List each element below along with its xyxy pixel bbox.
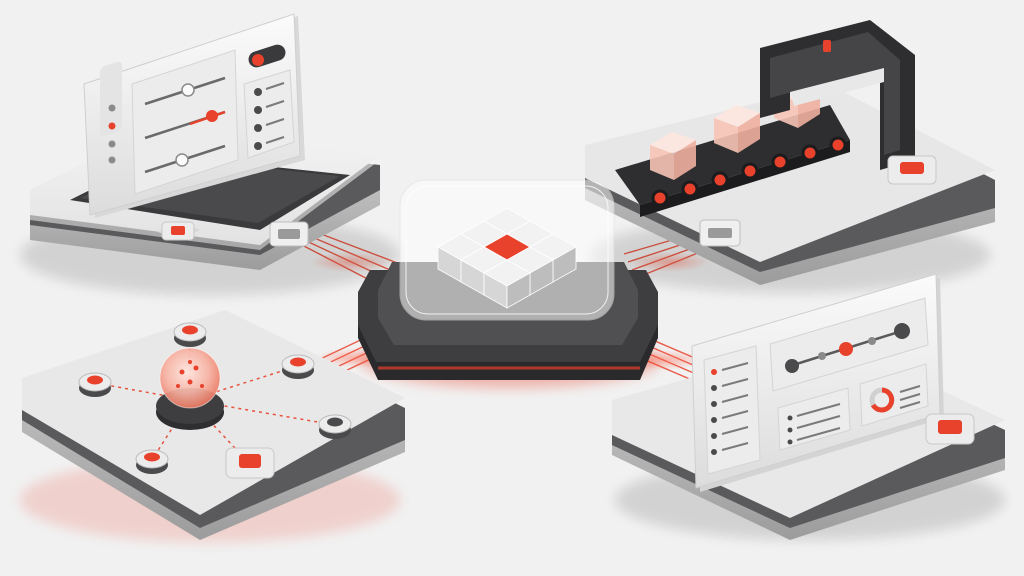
options-list-card [243, 69, 295, 159]
donut-legend [899, 385, 921, 409]
conveyor-base-button[interactable] [887, 155, 937, 185]
dashboard-list-card [703, 345, 761, 475]
hub-base-button[interactable] [225, 447, 275, 479]
node-southwest[interactable] [135, 449, 169, 474]
slider-3-knob[interactable] [175, 153, 189, 167]
hub-core [156, 347, 224, 430]
settings-connector-port [269, 221, 309, 247]
radio-option-4[interactable] [254, 136, 285, 150]
radio-option-1[interactable] [254, 82, 285, 96]
timeline-track [785, 323, 910, 373]
module-central-core [358, 179, 660, 388]
slider-1[interactable] [144, 76, 226, 106]
module-hub-network [20, 310, 413, 542]
dashboard-list-items [711, 362, 749, 455]
slider-2[interactable] [144, 110, 226, 140]
toggle-knob[interactable] [252, 54, 264, 66]
slider-3[interactable] [144, 144, 226, 174]
node-north[interactable] [173, 322, 207, 347]
dashboard-screen [691, 273, 944, 492]
settings-screen [83, 13, 305, 218]
toggle-switch[interactable] [246, 43, 287, 70]
radio-option-3[interactable] [254, 118, 285, 132]
cube-grid-icon [437, 207, 577, 309]
processing-arch [760, 20, 915, 170]
module-settings-panel [20, 13, 400, 295]
details-card [777, 387, 851, 451]
status-column [100, 61, 122, 137]
sliders-card [131, 49, 239, 195]
module-dashboard-panel [587, 273, 1005, 540]
status-dot-1 [108, 104, 116, 112]
radio-option-2[interactable] [254, 100, 285, 114]
conveyor-rollers [651, 136, 847, 207]
module-conveyor-machine [585, 20, 995, 293]
hub-sphere [160, 348, 220, 408]
status-dot-3 [108, 140, 116, 148]
slider-2-knob[interactable] [206, 110, 218, 122]
details-lines [787, 403, 841, 445]
conveyor-cube-2 [714, 105, 760, 153]
donut-chart-icon [869, 387, 895, 413]
conveyor-belt [615, 105, 850, 217]
machine-indicator-light [823, 40, 831, 52]
node-east[interactable] [318, 414, 352, 439]
timeline-node-end[interactable] [894, 323, 910, 339]
dashboard-base-button[interactable] [925, 413, 975, 445]
status-dot-4 [108, 156, 116, 164]
conveyor-connector-port [699, 219, 741, 247]
timeline-node-start[interactable] [785, 359, 799, 373]
node-northeast[interactable] [281, 354, 315, 379]
timeline-node-2[interactable] [818, 352, 826, 360]
cube [483, 259, 531, 309]
status-dot-2 [108, 122, 116, 130]
slider-1-knob[interactable] [181, 83, 195, 97]
conveyor-cube-1 [650, 132, 696, 180]
timeline-node-4[interactable] [868, 337, 876, 345]
timeline-node-active[interactable] [839, 342, 853, 356]
settings-base-button[interactable] [158, 221, 200, 241]
node-west[interactable] [78, 372, 112, 397]
